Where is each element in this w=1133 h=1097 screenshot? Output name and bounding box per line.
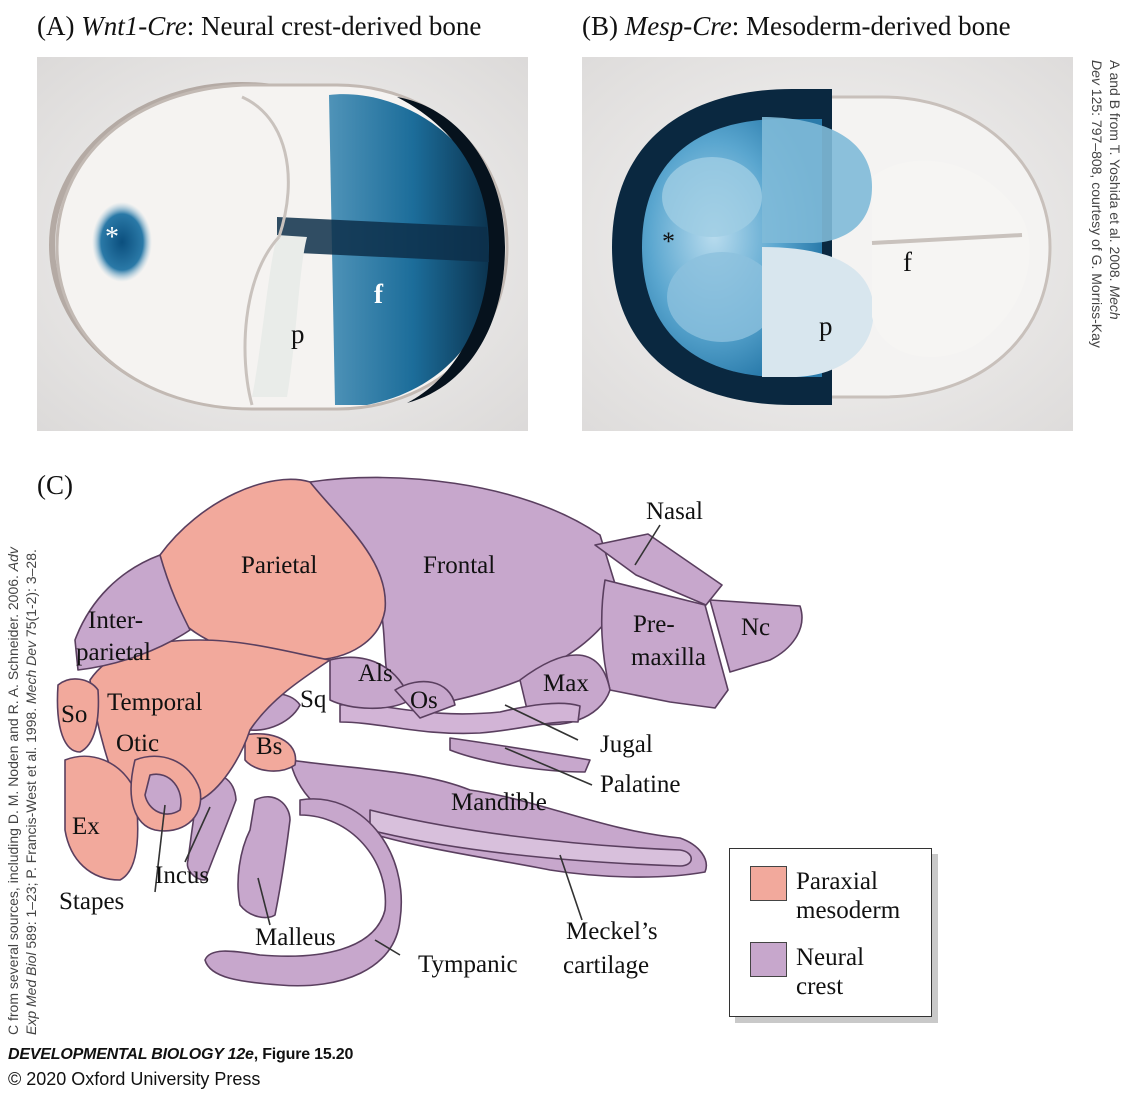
panel-b-letter: (B) — [582, 11, 618, 41]
footer-figure: , Figure 15.20 — [253, 1046, 354, 1063]
nasal-bone — [594, 533, 723, 606]
supraoccipital-bone — [56, 678, 100, 753]
premaxilla-bone — [600, 579, 729, 709]
panel-b-caption: : Mesoderm-derived bone — [731, 11, 1011, 41]
panel-b-skull-image — [582, 57, 1073, 431]
malleus-bone — [237, 795, 291, 919]
tympanic-ring — [204, 798, 403, 987]
legend-paraxial-line1: Paraxial — [796, 868, 878, 895]
panel-a-skull-image — [37, 57, 528, 431]
legend: Paraxial mesoderm Neural crest — [729, 848, 932, 1017]
panel-a-parietal-label: p — [291, 319, 305, 349]
footer-book: DEVELOPMENTAL BIOLOGY 12e, Figure 15.20 — [8, 1046, 353, 1064]
panel-a-photo: * p f — [37, 57, 528, 431]
nc-bone — [709, 599, 803, 673]
stapes-bone — [144, 773, 182, 815]
panel-a-frontal-label: f — [374, 279, 383, 309]
legend-swatch-paraxial — [750, 866, 787, 901]
panel-b-photo: * p f — [582, 57, 1073, 431]
exoccipital-bone — [64, 755, 139, 881]
basisphenoid-bone — [244, 733, 297, 772]
legend-paraxial-line2: mesoderm — [796, 897, 901, 924]
legend-swatch-neural-crest — [750, 942, 787, 977]
meckels-cartilage — [369, 809, 693, 867]
footer-copyright: © 2020 Oxford University Press — [8, 1069, 261, 1089]
panel-b-asterisk: * — [662, 227, 675, 256]
orbitosphenoid-bone — [394, 680, 456, 719]
legend-label-neural-crest: Neural crest — [796, 943, 864, 1001]
panel-a-caption: : Neural crest-derived bone — [186, 11, 482, 41]
footer-book-title: DEVELOPMENTAL BIOLOGY 12e — [8, 1046, 254, 1063]
legend-neural-line1: Neural — [796, 944, 865, 971]
panel-b-title: (B) Mesp-Cre: Mesoderm-derived bone — [582, 11, 1011, 42]
legend-neural-line2: crest — [796, 973, 844, 1000]
panel-c-letter: (C) — [37, 470, 73, 500]
panel-b-frontal-label: f — [903, 247, 912, 277]
panel-b-gene: Mesp-Cre — [624, 11, 732, 41]
interparietal-bone — [74, 554, 191, 671]
panel-a-title: (A) Wnt1-Cre: Neural crest-derived bone — [37, 11, 481, 42]
legend-label-paraxial: Paraxial mesoderm — [796, 867, 900, 925]
panel-b-parietal-label: p — [819, 311, 833, 341]
panel-a-asterisk: * — [105, 222, 119, 253]
panel-a-gene: Wnt1-Cre — [81, 11, 187, 41]
panel-a-letter: (A) — [37, 11, 75, 41]
